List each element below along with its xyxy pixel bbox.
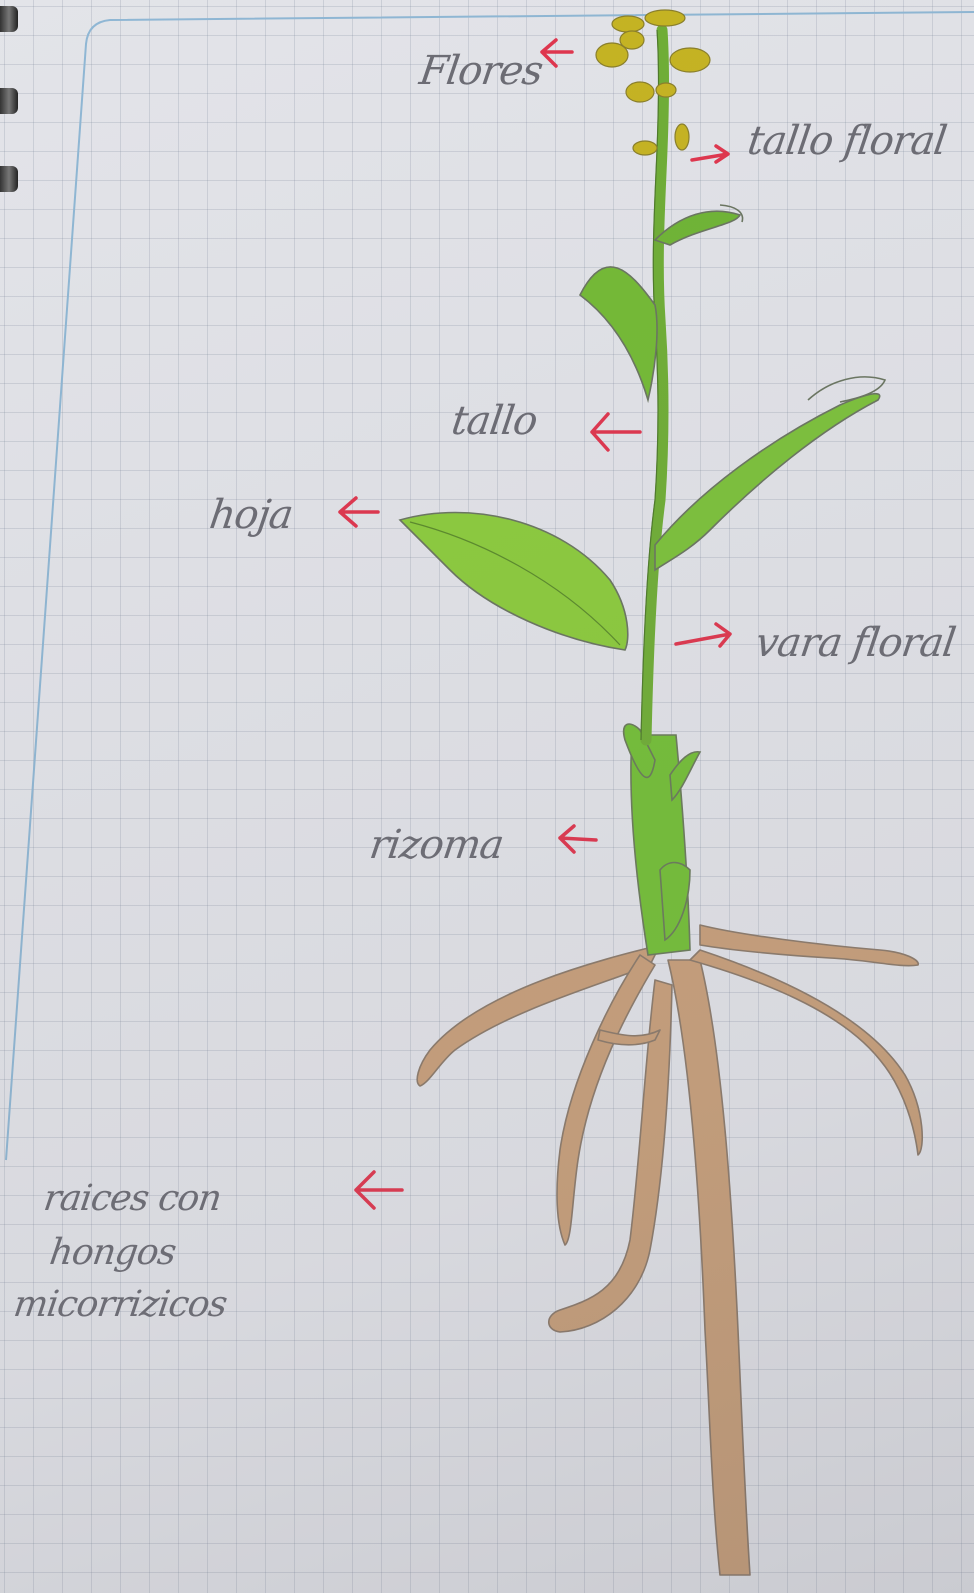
arrow-hoja — [340, 498, 378, 526]
arrow-flores — [542, 40, 572, 66]
label-tallo: tallo — [449, 398, 540, 444]
flowers — [596, 10, 710, 155]
label-raices-line3: micorrizicos — [11, 1284, 229, 1325]
label-tallo-floral: tallo floral — [745, 118, 949, 164]
label-rizoma: rizoma — [367, 822, 506, 868]
arrow-vara-floral — [676, 624, 730, 646]
arrow-raices — [356, 1172, 402, 1208]
label-flores: Flores — [417, 48, 545, 94]
arrow-rizoma — [560, 826, 596, 852]
label-raices-line2: hongos — [47, 1232, 178, 1273]
arrow-tallo-floral — [692, 146, 728, 162]
arrow-tallo — [592, 414, 640, 450]
rhizome — [624, 724, 700, 955]
label-hoja: hoja — [207, 492, 296, 538]
label-raices-line1: raices con — [41, 1178, 223, 1219]
label-vara-floral: vara floral — [753, 620, 958, 666]
roots — [417, 925, 922, 1575]
